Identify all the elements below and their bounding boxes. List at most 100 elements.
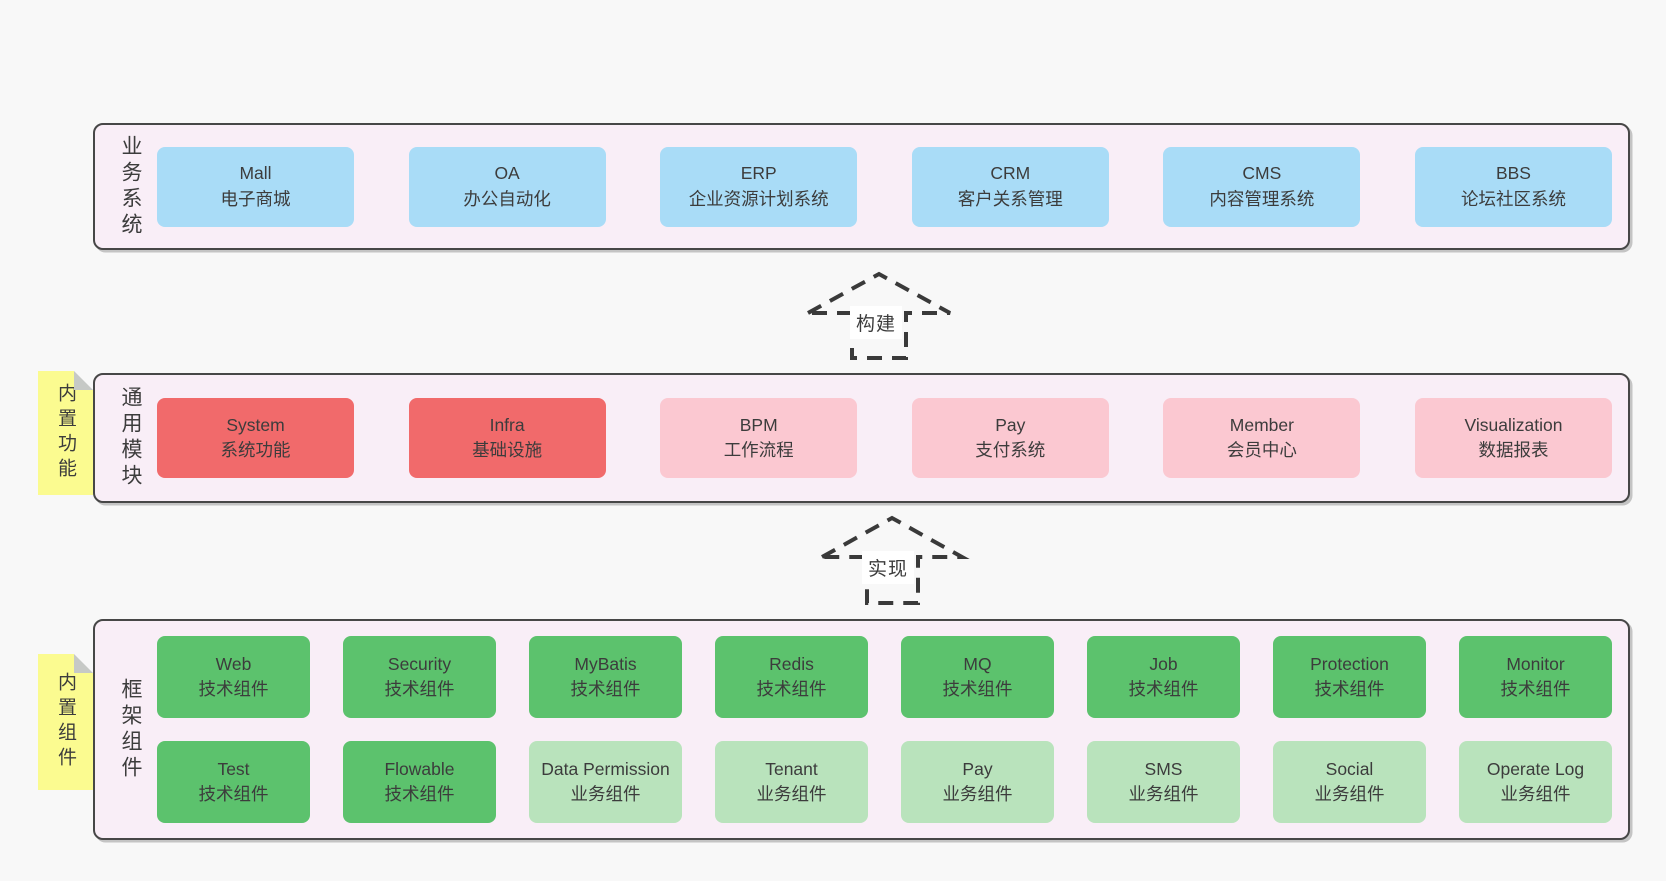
business-boxes-row: Mall 电子商城 OA 办公自动化 ERP 企业资源计划系统 CRM 客户关系… [141,146,1628,227]
box-title: Member [1229,414,1294,435]
section-side-label: 通用模块 [119,386,142,490]
box-title: Visualization [1464,414,1563,435]
diagram-box-tenant: Tenant 业务组件 [715,741,868,823]
box-title: Tenant [765,758,818,779]
box-title: Protection [1310,653,1389,674]
box-title: Data Permission [541,758,670,779]
box-title: OA [494,163,520,184]
box-subtitle: 技术组件 [1314,679,1385,699]
diagram-box-operate-log: Operate Log 业务组件 [1459,741,1612,823]
box-title: BBS [1495,163,1531,184]
box-title: Pay [962,758,993,779]
box-subtitle: 数据报表 [1478,440,1549,460]
box-title: Security [387,653,452,674]
box-subtitle: 客户关系管理 [957,188,1063,209]
box-title: Flowable [384,758,455,779]
diagram-box-pay-component: Pay 业务组件 [901,741,1054,823]
diagram-box-bpm: BPM 工作流程 [660,398,858,478]
diagram-box-visualization: Visualization 数据报表 [1414,398,1612,478]
box-subtitle: 技术组件 [1128,679,1199,699]
components-rows: Web 技术组件 Security 技术组件 MyBatis 技术组件 Redi… [141,636,1628,823]
box-subtitle: 技术组件 [198,679,269,699]
box-title: Pay [995,414,1026,435]
box-title: Test [217,758,250,779]
box-title: SMS [1144,758,1183,779]
box-subtitle: 办公自动化 [463,188,551,209]
section-business-systems: 业务系统 Mall 电子商城 OA 办公自动化 ERP 企业资源计划系统 CRM… [93,123,1630,250]
diagram-box-security: Security 技术组件 [343,636,496,718]
sticky-note-label: 内置功能 [55,383,76,483]
diagram-box-oa: OA 办公自动化 [408,146,606,227]
box-subtitle: 技术组件 [1500,679,1571,699]
box-subtitle: 工作流程 [723,440,794,460]
box-subtitle: 基础设施 [472,440,543,460]
components-row-1: Web 技术组件 Security 技术组件 MyBatis 技术组件 Redi… [157,636,1612,718]
build-arrow-icon [807,271,951,360]
diagram-box-member: Member 会员中心 [1163,398,1361,478]
box-subtitle: 业务组件 [1314,784,1385,804]
sticky-note-label: 内置组件 [55,672,76,772]
build-arrow-label: 构建 [850,306,903,339]
box-title: ERP [740,163,777,184]
box-title: Redis [769,653,814,674]
box-subtitle: 技术组件 [384,679,455,699]
box-subtitle: 业务组件 [756,784,827,804]
box-subtitle: 技术组件 [942,679,1013,699]
diagram-box-web: Web 技术组件 [157,636,310,718]
diagram-box-crm: CRM 客户关系管理 [911,146,1109,227]
diagram-box-redis: Redis 技术组件 [715,636,868,718]
box-title: MyBatis [574,653,637,674]
box-title: Social [1325,758,1374,779]
box-title: System [226,414,285,435]
box-title: Operate Log [1486,758,1585,779]
box-subtitle: 系统功能 [220,440,291,460]
box-subtitle: 内容管理系统 [1209,188,1315,209]
diagram-box-test: Test 技术组件 [157,741,310,823]
diagram-box-flowable: Flowable 技术组件 [343,741,496,823]
section-side-label: 业务系统 [119,134,142,239]
box-title: BPM [739,414,778,435]
box-title: Infra [489,414,525,435]
implement-arrow-label: 实现 [862,551,915,584]
box-title: CRM [990,163,1031,184]
diagram-box-mq: MQ 技术组件 [901,636,1054,718]
sticky-note-built-in-components: 内置组件 [38,654,93,790]
box-subtitle: 支付系统 [975,440,1046,460]
section-side-label: 框架组件 [119,677,142,782]
box-title: MQ [963,653,992,674]
section-common-modules: 通用模块 System 系统功能 Infra 基础设施 BPM 工作流程 Pay… [93,373,1630,503]
box-title: Web [215,653,252,674]
diagram-box-system: System 系统功能 [157,398,354,478]
box-subtitle: 技术组件 [384,784,455,804]
diagram-box-mybatis: MyBatis 技术组件 [529,636,682,718]
diagram-box-pay-system: Pay 支付系统 [911,398,1109,478]
diagram-box-cms: CMS 内容管理系统 [1163,146,1361,227]
diagram-box-erp: ERP 企业资源计划系统 [660,146,858,227]
diagram-box-monitor: Monitor 技术组件 [1459,636,1612,718]
box-subtitle: 论坛社区系统 [1460,188,1566,209]
section-framework-components: 框架组件 Web 技术组件 Security 技术组件 MyBatis 技术组件… [93,619,1630,840]
diagram-box-protection: Protection 技术组件 [1273,636,1426,718]
box-subtitle: 业务组件 [1128,784,1199,804]
box-subtitle: 电子商城 [220,188,291,209]
diagram-box-job: Job 技术组件 [1087,636,1240,718]
box-title: Mall [239,163,272,184]
sticky-note-built-in-features: 内置功能 [38,371,93,495]
box-subtitle: 技术组件 [756,679,827,699]
up-arrow-outline [807,271,951,360]
diagram-box-social: Social 业务组件 [1273,741,1426,823]
diagram-box-bbs: BBS 论坛社区系统 [1414,146,1612,227]
diagram-box-sms: SMS 业务组件 [1087,741,1240,823]
box-subtitle: 技术组件 [198,784,269,804]
box-title: CMS [1242,163,1282,184]
box-subtitle: 会员中心 [1226,440,1297,460]
box-title: Job [1149,653,1178,674]
components-row-2: Test 技术组件 Flowable 技术组件 Data Permission … [157,741,1612,823]
diagram-box-mall: Mall 电子商城 [157,146,354,227]
box-subtitle: 业务组件 [1500,784,1571,804]
diagram-box-infra: Infra 基础设施 [408,398,606,478]
box-title: Monitor [1506,653,1565,674]
box-subtitle: 业务组件 [942,784,1013,804]
box-subtitle: 企业资源计划系统 [688,188,829,209]
